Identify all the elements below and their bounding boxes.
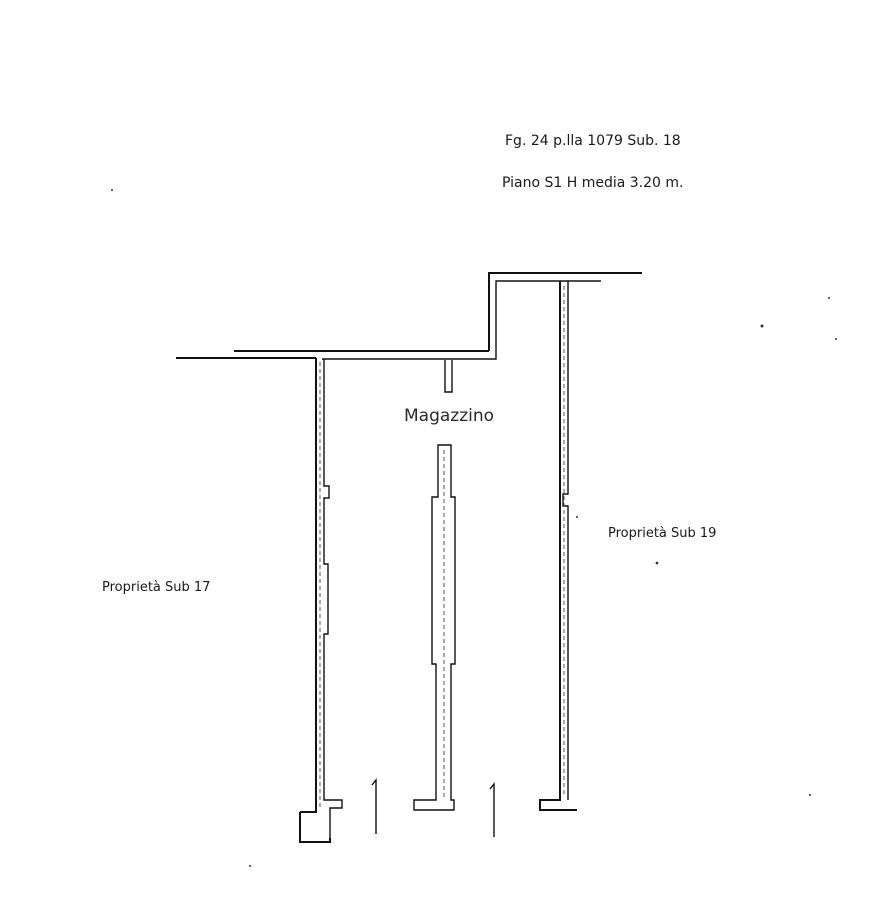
top-wall bbox=[176, 272, 642, 360]
right-neighbor-label: Proprietà Sub 19 bbox=[608, 526, 717, 541]
right-party-wall bbox=[539, 281, 577, 811]
floor-height-info: Piano S1 H media 3.20 m. bbox=[502, 175, 684, 191]
cadastral-reference: Fg. 24 p.lla 1079 Sub. 18 bbox=[505, 133, 681, 149]
room-label: Magazzino bbox=[404, 406, 495, 426]
door-openings bbox=[371, 778, 495, 837]
scan-specks bbox=[111, 189, 837, 867]
central-partition-wall bbox=[413, 444, 456, 811]
left-party-wall bbox=[299, 358, 343, 843]
central-pier-top bbox=[444, 360, 453, 393]
left-neighbor-label: Proprietà Sub 17 bbox=[102, 580, 211, 595]
